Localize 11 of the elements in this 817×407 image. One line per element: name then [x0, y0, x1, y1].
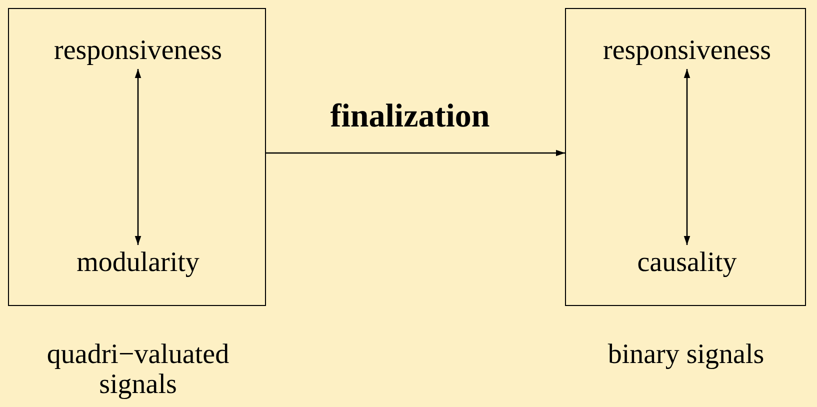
- node-label: responsiveness: [54, 35, 222, 67]
- arrow: [266, 150, 565, 156]
- frame-box: [565, 8, 806, 306]
- caption-text: quadri−valuated signals: [46, 340, 230, 400]
- arrow: [134, 69, 142, 245]
- node-label: causality: [637, 247, 737, 279]
- node-label: responsiveness: [603, 35, 771, 67]
- caption-text: binary signals: [606, 340, 766, 370]
- arrow: [684, 69, 690, 245]
- node-label: modularity: [76, 247, 200, 279]
- frame-box: [8, 8, 266, 306]
